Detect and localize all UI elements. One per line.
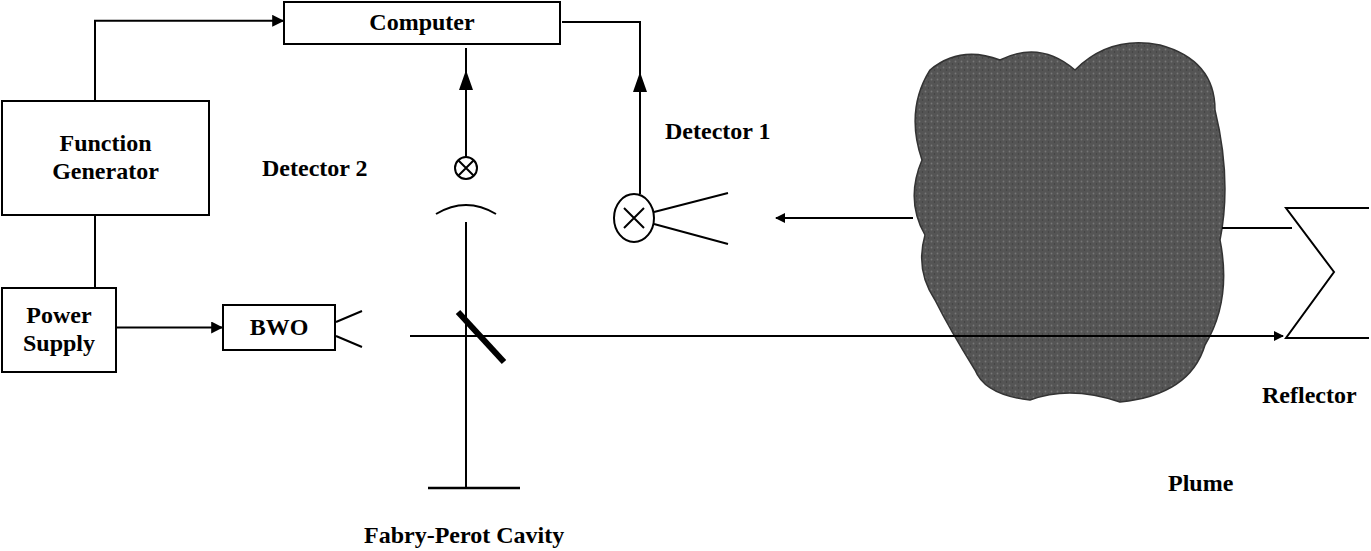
return-beam [1222, 227, 1292, 229]
lens [436, 205, 496, 214]
connector [117, 327, 222, 329]
power-supply-box: Power Supply [1, 287, 117, 373]
cavity-mirror [428, 487, 520, 490]
plume-label: Plume [1168, 470, 1233, 498]
bwo-box: BWO [222, 304, 336, 351]
beam-splitter [458, 312, 504, 362]
text-group: Computer [369, 9, 474, 37]
signal-arrow [633, 72, 647, 92]
detector-horn [654, 193, 728, 244]
box-label: BWO [250, 314, 309, 342]
connector [94, 216, 96, 287]
beam [410, 335, 1283, 337]
text-group: BWO [250, 314, 309, 342]
return-beam [776, 217, 913, 219]
signal-wire [562, 22, 640, 194]
reflector [1286, 208, 1369, 338]
bwo-horn [336, 311, 362, 347]
detector-symbol [455, 157, 477, 179]
signal-arrow [459, 70, 473, 90]
text-group: Power Supply [9, 302, 109, 357]
cavity-beam [465, 222, 467, 488]
detector-label: Detector 1 [665, 118, 771, 146]
detector-label: Detector 2 [262, 155, 368, 183]
box-label: Power Supply [9, 302, 109, 357]
computer-box: Computer [283, 1, 561, 45]
function-generator-box: Function Generator [1, 100, 210, 216]
connector [95, 21, 283, 100]
detector-cross [624, 208, 644, 228]
text-group: Function Generator [17, 130, 194, 185]
signal-wire [465, 48, 467, 157]
reflector-label: Reflector [1262, 382, 1357, 410]
cavity-label: Fabry-Perot Cavity [364, 522, 564, 550]
detector-symbol [614, 194, 654, 242]
box-label: Computer [369, 9, 474, 37]
plume [914, 43, 1225, 402]
box-label: Function Generator [17, 130, 194, 185]
detector-cross [458, 160, 474, 176]
